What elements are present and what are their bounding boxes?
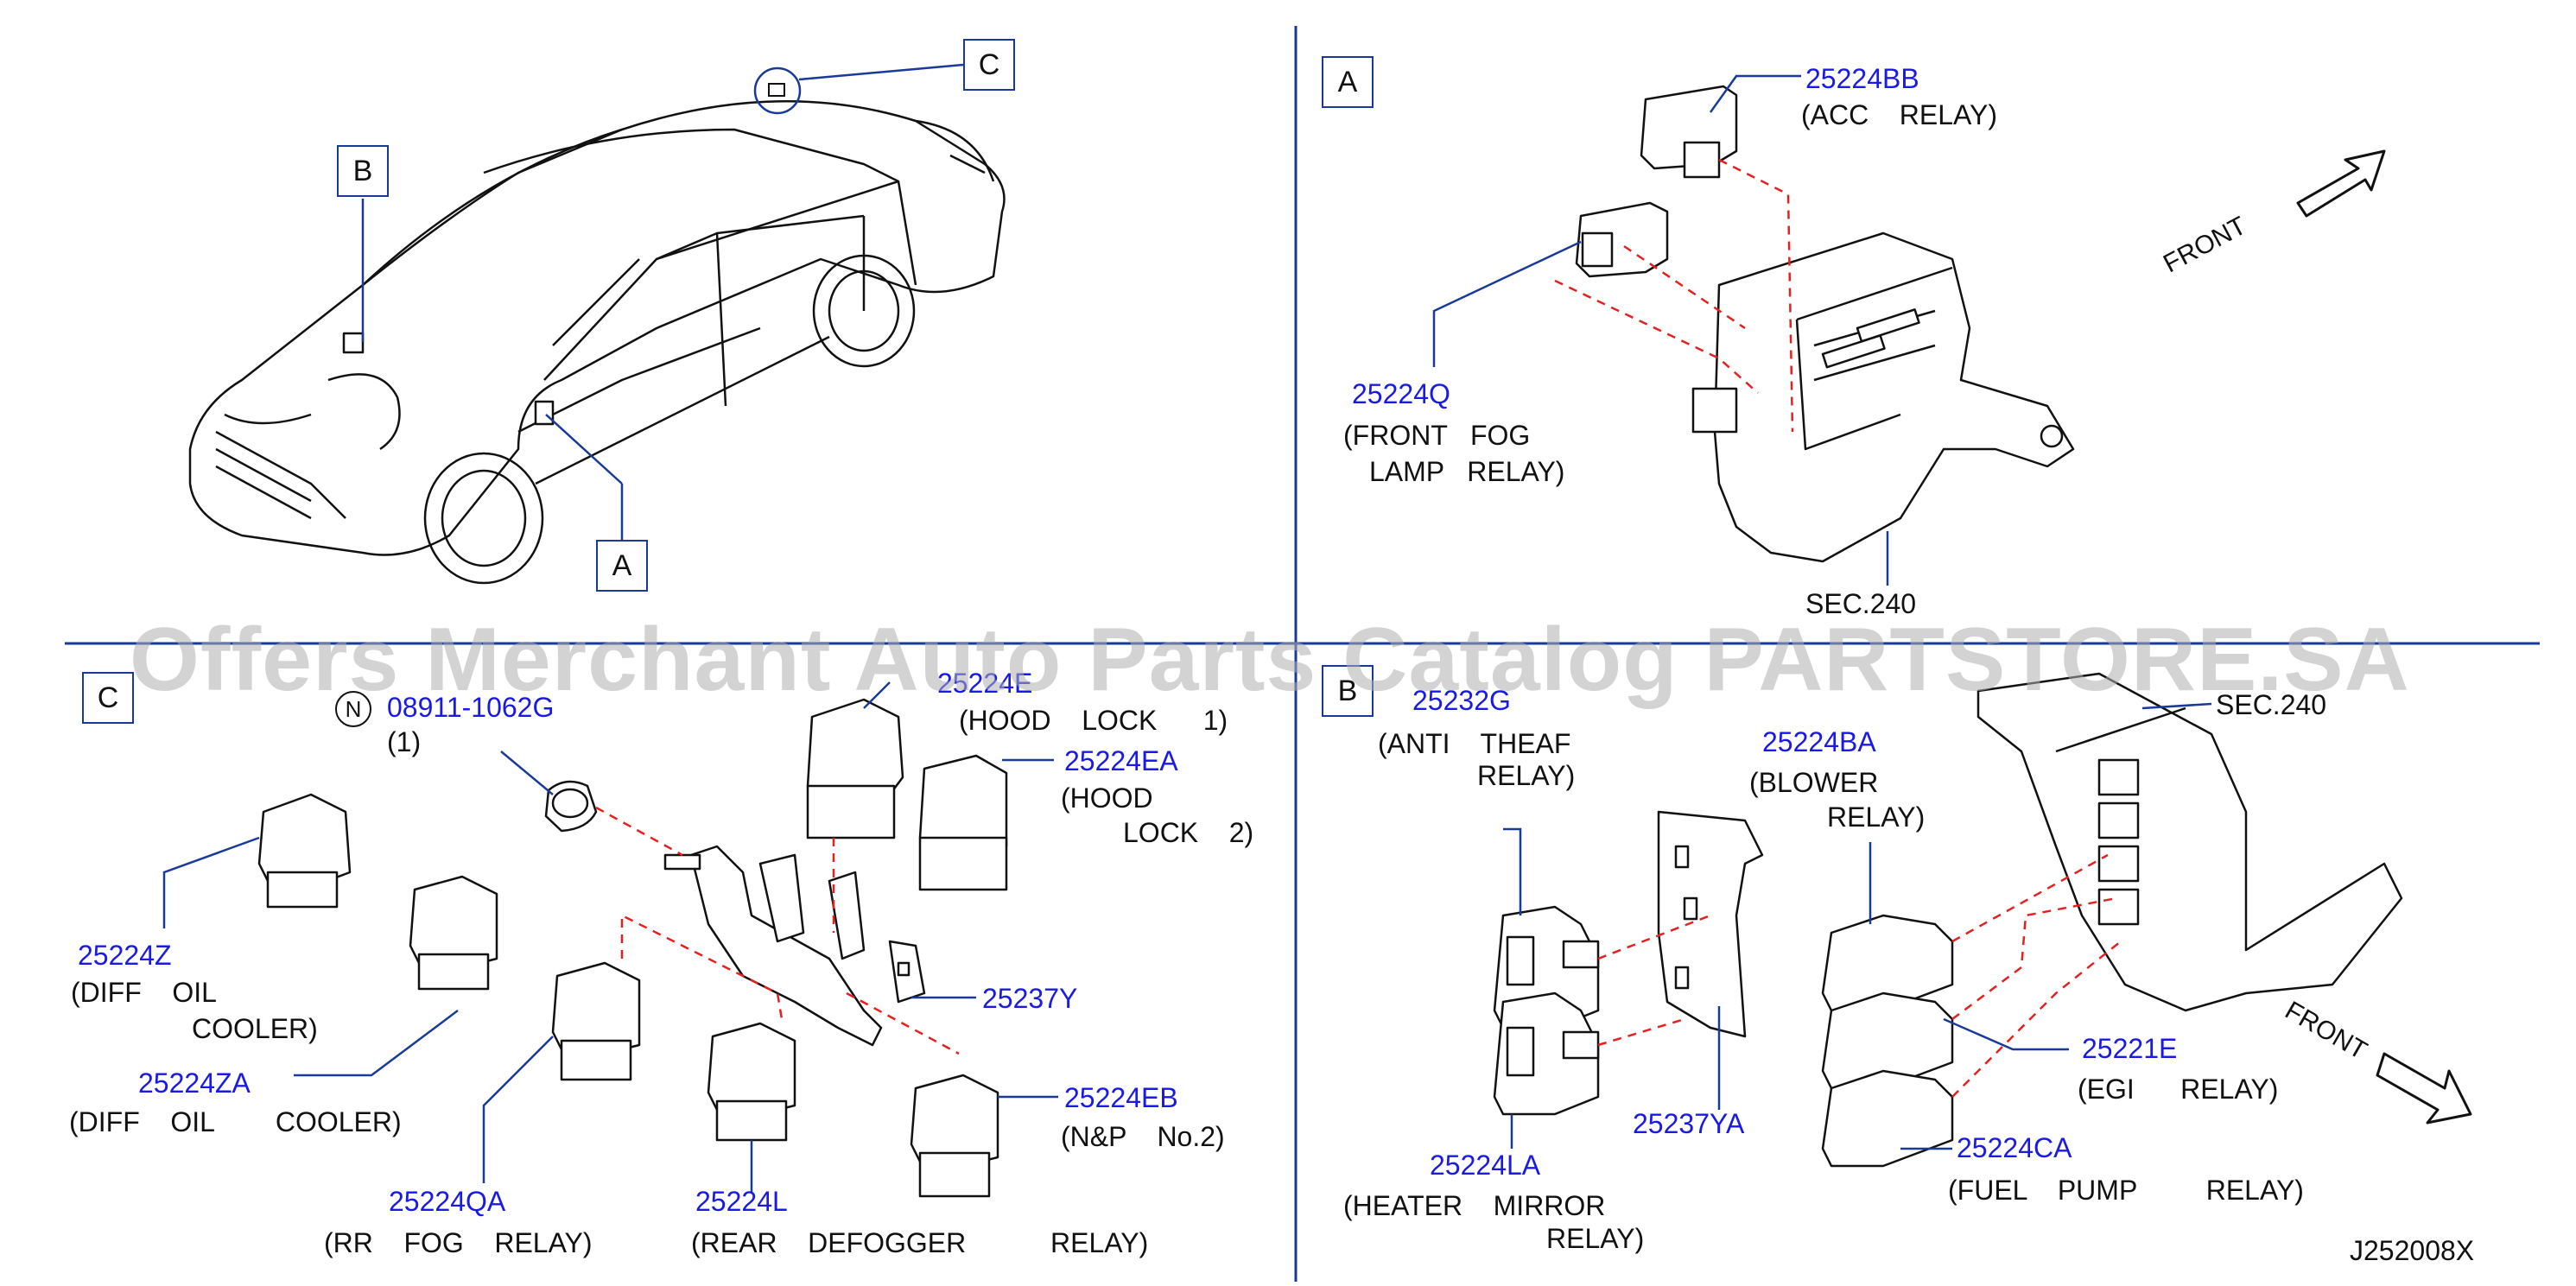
anti-theft-relay-description-1: (ANTI THEAF bbox=[1378, 728, 1571, 759]
overview-marker-b[interactable]: B bbox=[337, 145, 389, 197]
heater-mirror-relay-description-1: (HEATER MIRROR bbox=[1343, 1190, 1606, 1221]
blower-relay-description-2: RELAY) bbox=[1827, 801, 1926, 833]
hood-lock2-relay-part-number[interactable]: 25224EA bbox=[1064, 745, 1178, 776]
diff-oil2-relay-part-number[interactable]: 25224ZA bbox=[138, 1067, 251, 1099]
anti-theft-relay-part-number[interactable]: 25232G bbox=[1412, 685, 1511, 716]
panel-a-drawing bbox=[1575, 85, 2386, 563]
section-marker-b: B bbox=[1322, 665, 1374, 717]
np-relay-description: (N&P No.2) bbox=[1061, 1121, 1225, 1152]
diff-oil2-relay-description: (DIFF OIL COOLER) bbox=[69, 1106, 402, 1137]
front-fog-relay-description-1: (FRONT FOG bbox=[1343, 420, 1531, 451]
rr-fog-relay-part-number[interactable]: 25224QA bbox=[389, 1186, 506, 1217]
panel-b-sec-reference[interactable]: SEC.240 bbox=[2216, 689, 2327, 720]
panel-a-sec-reference[interactable]: SEC.240 bbox=[1805, 588, 1917, 619]
section-marker-a: A bbox=[1322, 56, 1374, 108]
diff-oil-relay-description-1: (DIFF OIL bbox=[71, 977, 217, 1008]
rear-defogger-relay-description: (REAR DEFOGGER RELAY) bbox=[691, 1227, 1149, 1258]
diff-oil-relay-description-2: COOLER) bbox=[192, 1013, 318, 1044]
bolt-part-number[interactable]: 08911-1062G bbox=[387, 692, 555, 723]
bracket-y-part-number[interactable]: 25237Y bbox=[982, 983, 1078, 1014]
hood-lock1-relay-description: (HOOD LOCK 1) bbox=[959, 705, 1228, 736]
acc-relay-description: (ACC RELAY) bbox=[1801, 99, 1997, 130]
panel-a-dash-1 bbox=[1718, 158, 1794, 433]
overview-marker-c[interactable]: C bbox=[963, 39, 1015, 91]
bracket-ya-part-number[interactable]: 25237YA bbox=[1633, 1108, 1745, 1139]
panel-c-drawing bbox=[257, 698, 1008, 1198]
section-marker-c: C bbox=[82, 672, 134, 724]
diff-oil-relay-part-number[interactable]: 25224Z bbox=[78, 940, 172, 971]
blower-relay-description-1: (BLOWER bbox=[1749, 767, 1879, 798]
rr-fog-relay-description: (RR FOG RELAY) bbox=[324, 1227, 593, 1258]
acc-relay-part-number[interactable]: 25224BB bbox=[1805, 63, 1919, 94]
anti-theft-relay-description-2: RELAY) bbox=[1477, 760, 1576, 791]
hood-lock1-relay-part-number[interactable]: 25224E bbox=[937, 668, 1033, 699]
egi-relay-description: (EGI RELAY) bbox=[2078, 1074, 2279, 1105]
hood-lock2-relay-description-2: LOCK 2) bbox=[1123, 817, 1254, 848]
fuel-pump-relay-part-number[interactable]: 25224CA bbox=[1957, 1132, 2072, 1163]
car-illustration bbox=[188, 100, 1006, 585]
note-symbol: N bbox=[335, 691, 371, 727]
overview-marker-a[interactable]: A bbox=[596, 540, 648, 592]
diagram-id: J252008X bbox=[2350, 1235, 2475, 1266]
panel-b-drawing bbox=[1493, 672, 2472, 1168]
egi-relay-part-number[interactable]: 25221E bbox=[2082, 1033, 2178, 1064]
rear-defogger-relay-part-number[interactable]: 25224L bbox=[695, 1186, 788, 1217]
np-relay-part-number[interactable]: 25224EB bbox=[1064, 1082, 1178, 1113]
front-fog-relay-description-2: LAMP RELAY) bbox=[1369, 456, 1565, 487]
bolt-quantity: (1) bbox=[387, 726, 422, 757]
overview-relay-c-callout bbox=[753, 67, 802, 115]
heater-mirror-relay-description-2: RELAY) bbox=[1546, 1223, 1645, 1254]
hood-lock2-relay-description-1: (HOOD bbox=[1061, 782, 1153, 814]
blower-relay-part-number[interactable]: 25224BA bbox=[1762, 726, 1876, 757]
front-fog-relay-part-number[interactable]: 25224Q bbox=[1352, 378, 1450, 409]
heater-mirror-relay-part-number[interactable]: 25224LA bbox=[1430, 1150, 1541, 1181]
fuel-pump-relay-description: (FUEL PUMP RELAY) bbox=[1948, 1175, 2304, 1206]
